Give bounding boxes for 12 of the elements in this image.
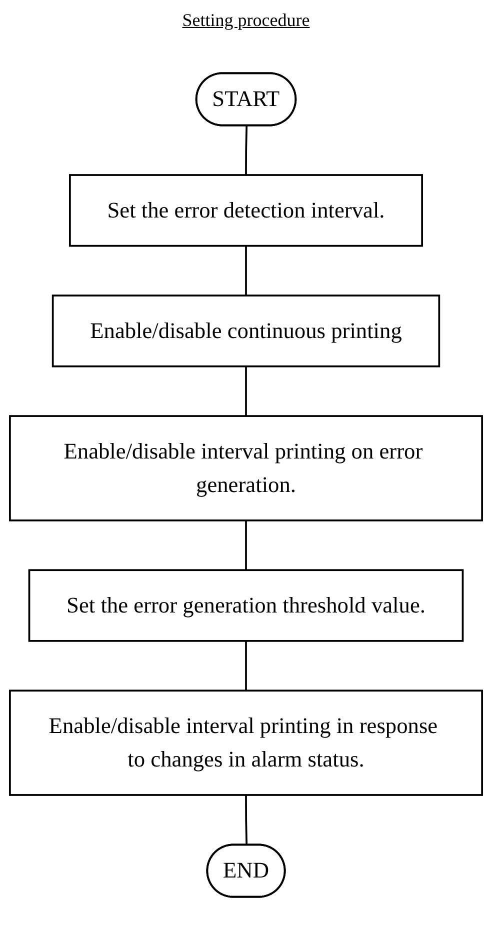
connector (245, 246, 247, 296)
connector (245, 640, 247, 691)
diagram-title: Setting procedure (182, 10, 310, 31)
node-box: Set the error generation threshold value. (28, 569, 464, 642)
node-box: Enable/disable interval printing on error generation. (9, 415, 483, 522)
node-box: Set the error detection interval. (69, 174, 423, 247)
connector (245, 520, 247, 570)
node-box: Enable/disable continuous printing (52, 294, 440, 368)
connector (245, 366, 247, 416)
connector (245, 794, 248, 846)
node-box: Enable/disable interval printing in response to changes in alarm status. (9, 690, 483, 796)
connector (245, 126, 248, 176)
